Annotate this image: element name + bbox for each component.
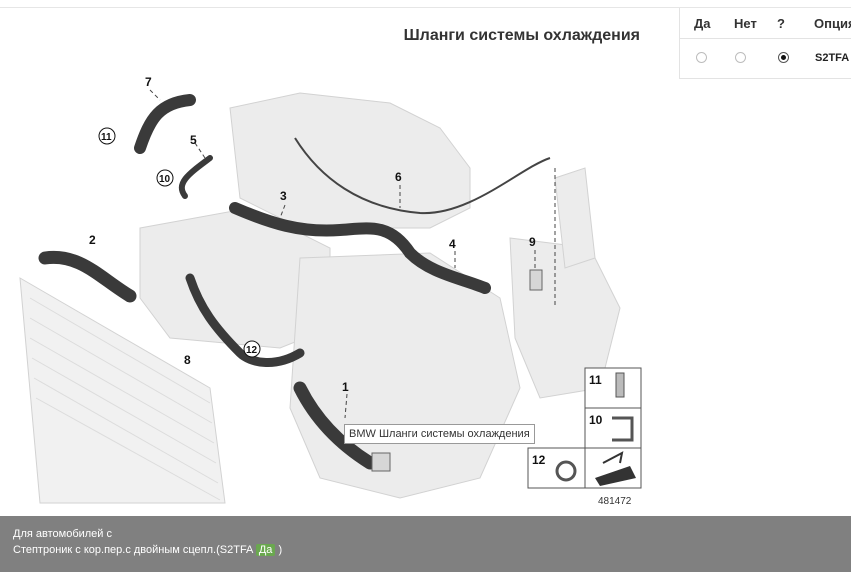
callout-1[interactable]: 1 [342,380,349,394]
footer-line-2: Стептроник с кор.пер.с двойным сцепл.(S2… [13,544,282,556]
yes-badge: Да [255,544,276,556]
radio-no[interactable] [735,52,746,63]
diagram-title: Шланги системы охлаждения [403,27,640,44]
diagram-illustration: 7 11 5 10 3 6 2 4 9 8 12 1 11 10 12 4814… [19,75,642,507]
options-panel: Да Нет ? Опция S2TFA [679,8,851,79]
radio-unknown[interactable] [778,52,789,63]
callout-4[interactable]: 4 [449,237,456,251]
callout-5[interactable]: 5 [190,133,197,147]
legend-12: 12 [532,453,546,467]
callout-8[interactable]: 8 [184,353,191,367]
header-option: Опция [814,16,851,31]
callout-12[interactable]: 12 [246,345,258,356]
footer-line-1: Для автомобилей с [13,528,112,540]
image-number: 481472 [598,496,632,507]
option-code: S2TFA [815,52,850,64]
top-divider [0,7,851,8]
legend-11: 11 [589,373,602,387]
legend-box: 11 10 12 481472 [527,367,642,507]
legend-10: 10 [589,413,603,427]
diagram-tooltip: BMW Шланги системы охлаждения [344,424,535,444]
callout-10[interactable]: 10 [159,174,171,185]
callout-7[interactable]: 7 [145,75,152,89]
footer-close-paren: ) [275,544,283,556]
options-header: Да Нет ? Опция [680,8,851,39]
callout-2[interactable]: 2 [89,233,96,247]
vehicle-conditions-footer: Для автомобилей с Стептроник с кор.пер.с… [0,516,851,572]
radio-yes[interactable] [696,52,707,63]
callout-9[interactable]: 9 [529,235,536,249]
header-question: ? [777,16,785,31]
footer-condition-text: Стептроник с кор.пер.с двойным сцепл.(S2… [13,544,256,556]
parts-diagram[interactable]: 7 11 5 10 3 6 2 4 9 8 12 1 11 10 12 4814… [0,8,648,516]
header-yes: Да [694,16,711,31]
callout-6[interactable]: 6 [395,170,402,184]
callout-3[interactable]: 3 [280,189,287,203]
header-no: Нет [734,16,757,31]
callout-11[interactable]: 11 [101,132,112,143]
